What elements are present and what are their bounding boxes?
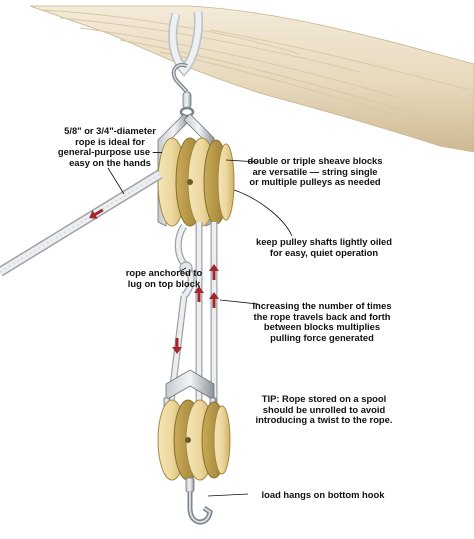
leader-rope-travels [219, 299, 259, 305]
lower-sheave-block [157, 399, 231, 481]
leader-rope-diameter [107, 167, 125, 195]
bottom-hook-icon [185, 477, 213, 525]
callout-pulley-shafts: keep pulley shafts lightly oiled for eas… [256, 236, 392, 258]
leader-sheave-blocks [225, 159, 259, 163]
leader-load-hook [207, 493, 249, 497]
callout-sheave-blocks: double or triple sheave blocks are versa… [247, 155, 383, 188]
upper-sheave-block [157, 137, 235, 227]
callout-rope-anchored: rope anchored to lug on top block [125, 267, 203, 289]
leader-lines [107, 159, 293, 497]
callout-rope-travels: increasing the number of times the rope … [252, 300, 392, 343]
callout-tip: TIP: Rope stored on a spool should be un… [255, 393, 393, 426]
leader-pulley-shafts [233, 189, 293, 237]
pull-rope [0, 169, 163, 277]
rope-sling [168, 11, 203, 77]
top-hook-icon [171, 63, 195, 118]
callout-rope-diameter: 5/8" or 3/4"-diameter rope is ideal for … [57, 125, 163, 168]
callout-load-hook: load hangs on bottom hook [261, 489, 385, 500]
leader-rope-anchored [177, 267, 187, 273]
